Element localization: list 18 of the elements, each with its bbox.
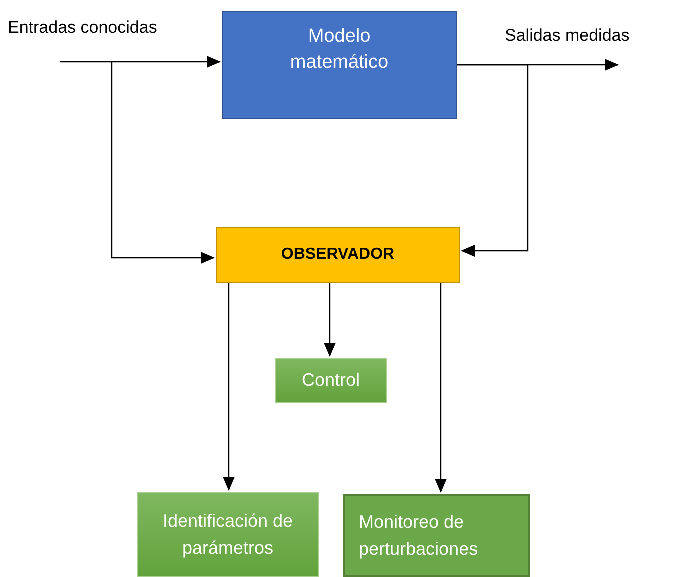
model-box [222, 11, 457, 119]
node-label: Control [302, 369, 360, 392]
application-box [137, 492, 319, 577]
node-label: Monitoreo de perturbaciones [359, 511, 480, 561]
application-box [343, 494, 530, 577]
arrow [324, 283, 336, 357]
arrow [435, 283, 447, 493]
observer-box [216, 227, 460, 283]
arrow [223, 283, 235, 491]
io-label: Salidas medidas [505, 26, 673, 65]
io-label: Entradas conocidas [8, 18, 208, 62]
arrow [111, 62, 215, 264]
arrow [60, 56, 221, 68]
node-label: OBSERVADOR [281, 246, 395, 264]
node-label: Identificación de parámetros [162, 510, 294, 560]
node-label: Modelo matemático [289, 25, 390, 75]
application-box [275, 358, 387, 403]
arrow [457, 64, 529, 257]
